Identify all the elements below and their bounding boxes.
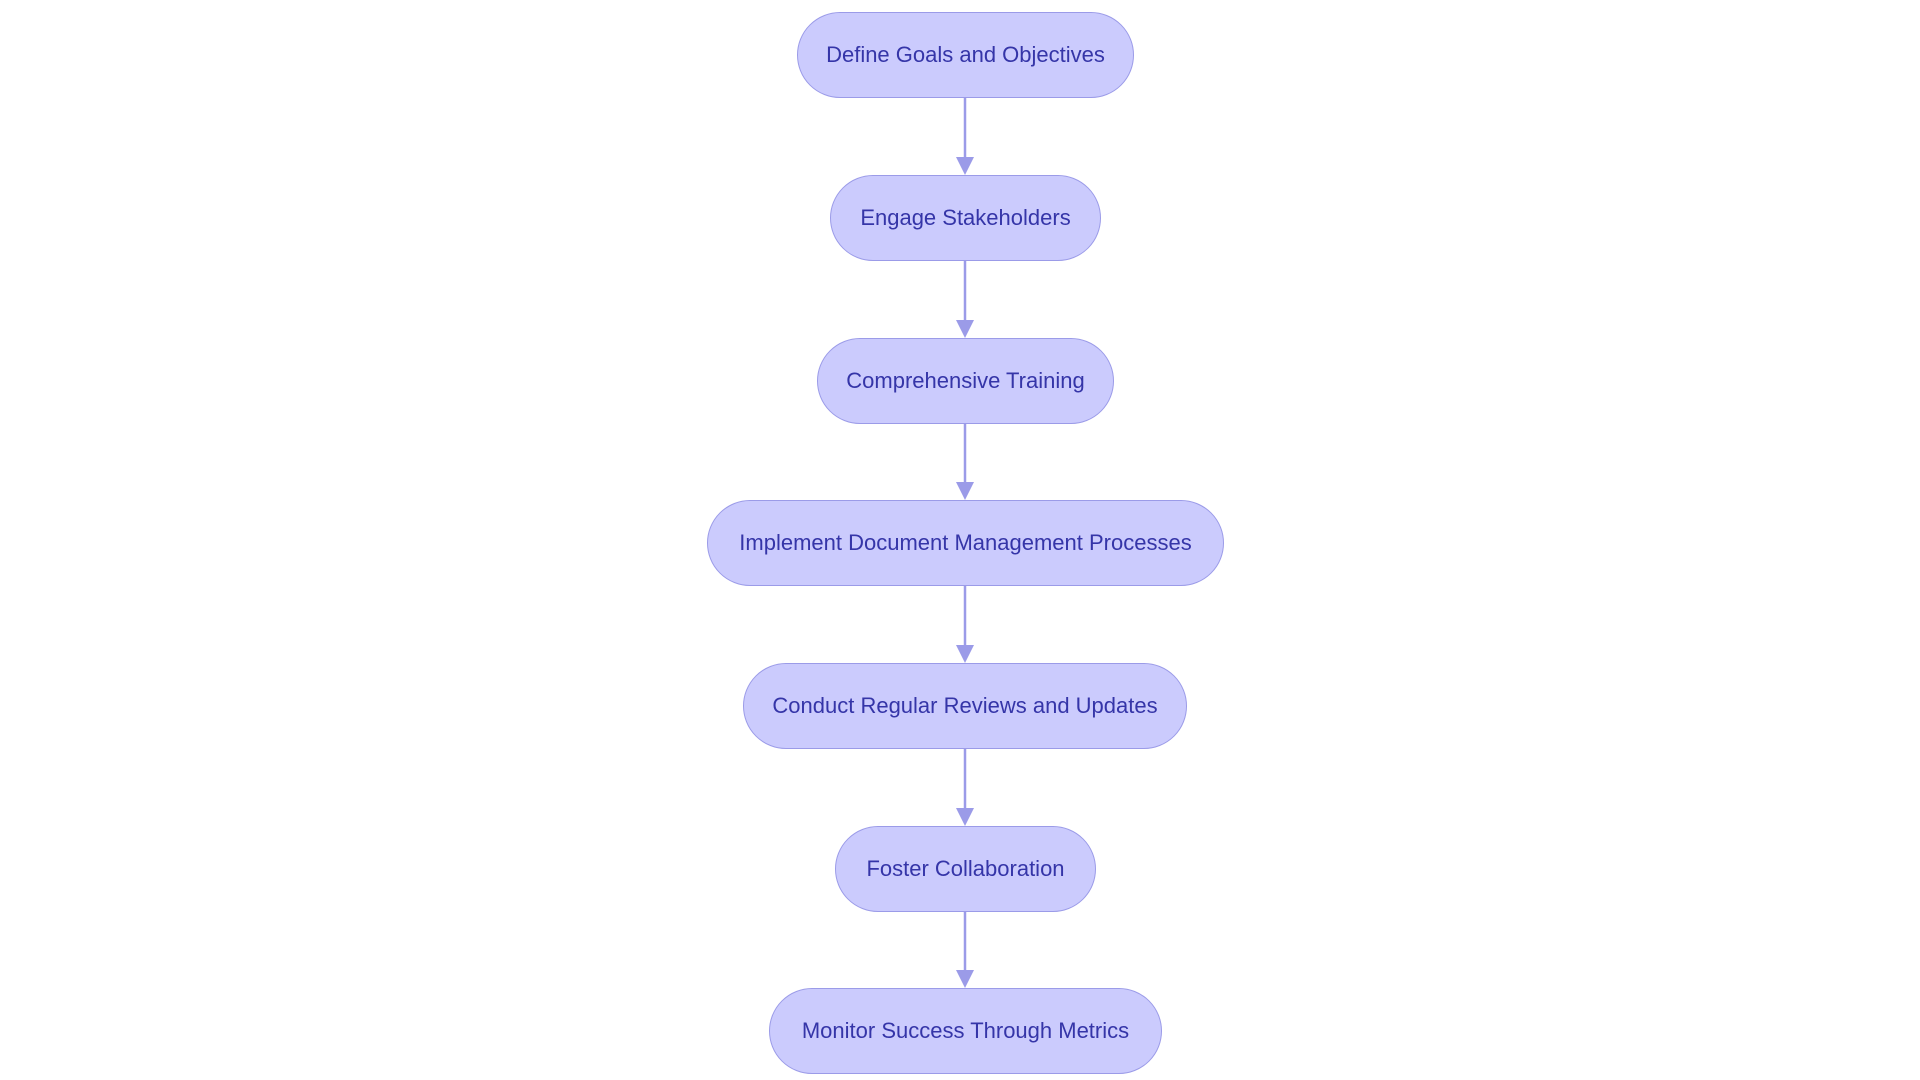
node-conduct-reviews: Conduct Regular Reviews and Updates bbox=[743, 663, 1187, 749]
connector-5-6 bbox=[956, 749, 974, 826]
node-comprehensive-training: Comprehensive Training bbox=[817, 338, 1114, 424]
node-monitor-success: Monitor Success Through Metrics bbox=[769, 988, 1162, 1074]
node-engage-stakeholders: Engage Stakeholders bbox=[830, 175, 1101, 261]
node-implement-document-management: Implement Document Management Processes bbox=[707, 500, 1224, 586]
connector-1-2 bbox=[956, 98, 974, 175]
connector-4-5 bbox=[956, 586, 974, 663]
connector-3-4 bbox=[956, 424, 974, 500]
connector-6-7 bbox=[956, 912, 974, 988]
connector-2-3 bbox=[956, 261, 974, 338]
node-define-goals: Define Goals and Objectives bbox=[797, 12, 1134, 98]
node-foster-collaboration: Foster Collaboration bbox=[835, 826, 1096, 912]
